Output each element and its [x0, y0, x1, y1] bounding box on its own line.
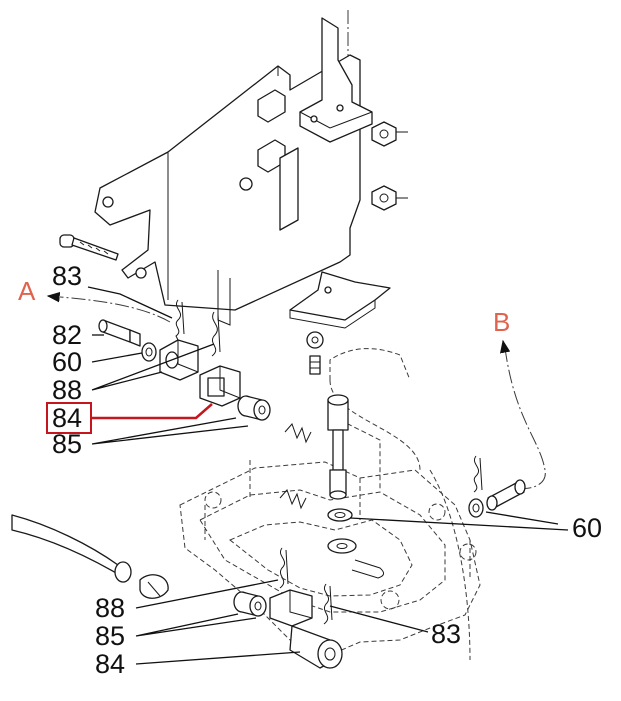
long-bolt — [59, 234, 119, 261]
part-82-pin — [98, 319, 141, 347]
reference-letter-a: A — [18, 276, 36, 306]
part-83-hairpin-top — [175, 299, 185, 341]
star-washer — [306, 331, 324, 349]
small-screw — [309, 355, 321, 375]
part-88-clevis-top — [159, 339, 199, 381]
part-85-bushing-bottom — [233, 591, 267, 617]
shaft — [327, 394, 349, 500]
hairpin-right — [473, 455, 483, 493]
flat-bracket — [289, 271, 391, 329]
part-88-hairpin-bottom — [279, 547, 289, 589]
spring-lower — [279, 489, 307, 510]
upper-bracket — [299, 17, 373, 143]
spring-upper — [284, 423, 312, 444]
callout-88-top: 88 — [52, 375, 83, 405]
part-83-hairpin-bottom — [323, 583, 333, 625]
callout-85-top: 85 — [52, 429, 83, 459]
callout-84-bottom: 84 — [95, 649, 126, 679]
leader-lines — [87, 286, 569, 665]
highlight-leader — [92, 403, 213, 420]
reference-arrow-a — [46, 291, 61, 303]
callout-60-right: 60 — [572, 513, 603, 543]
reference-line-b — [504, 347, 546, 489]
part-84-yoke-bottom — [269, 589, 343, 669]
reference-arrow-b — [499, 339, 511, 354]
highlight-box-84 — [46, 402, 92, 434]
callout-82: 82 — [52, 320, 83, 350]
pin-right — [486, 479, 526, 511]
star-washer-lower — [327, 538, 357, 554]
reference-letter-b: B — [493, 307, 511, 337]
part-85-bushing-top — [237, 395, 271, 421]
callout-85-bottom: 85 — [95, 621, 126, 651]
part-84-yoke-top — [199, 365, 241, 407]
part-60-washer-left — [141, 342, 157, 362]
hex-nut-upper — [371, 121, 408, 147]
callout-84-top: 84 — [52, 403, 83, 433]
hose-clip — [139, 574, 169, 599]
part-60-washer-right — [468, 498, 484, 518]
washer-center — [327, 508, 353, 522]
cable-hose — [11, 514, 132, 583]
callout-83-bottom: 83 — [431, 619, 462, 649]
hex-nut-lower — [371, 185, 408, 211]
callout-88-bottom: 88 — [95, 593, 126, 623]
hairpin-upper-right — [211, 311, 221, 357]
hairpin-center — [351, 559, 384, 579]
callout-60-left: 60 — [52, 347, 83, 377]
callout-83-top: 83 — [52, 261, 83, 291]
reference-line-a — [59, 296, 171, 323]
mounting-bracket — [94, 54, 361, 326]
